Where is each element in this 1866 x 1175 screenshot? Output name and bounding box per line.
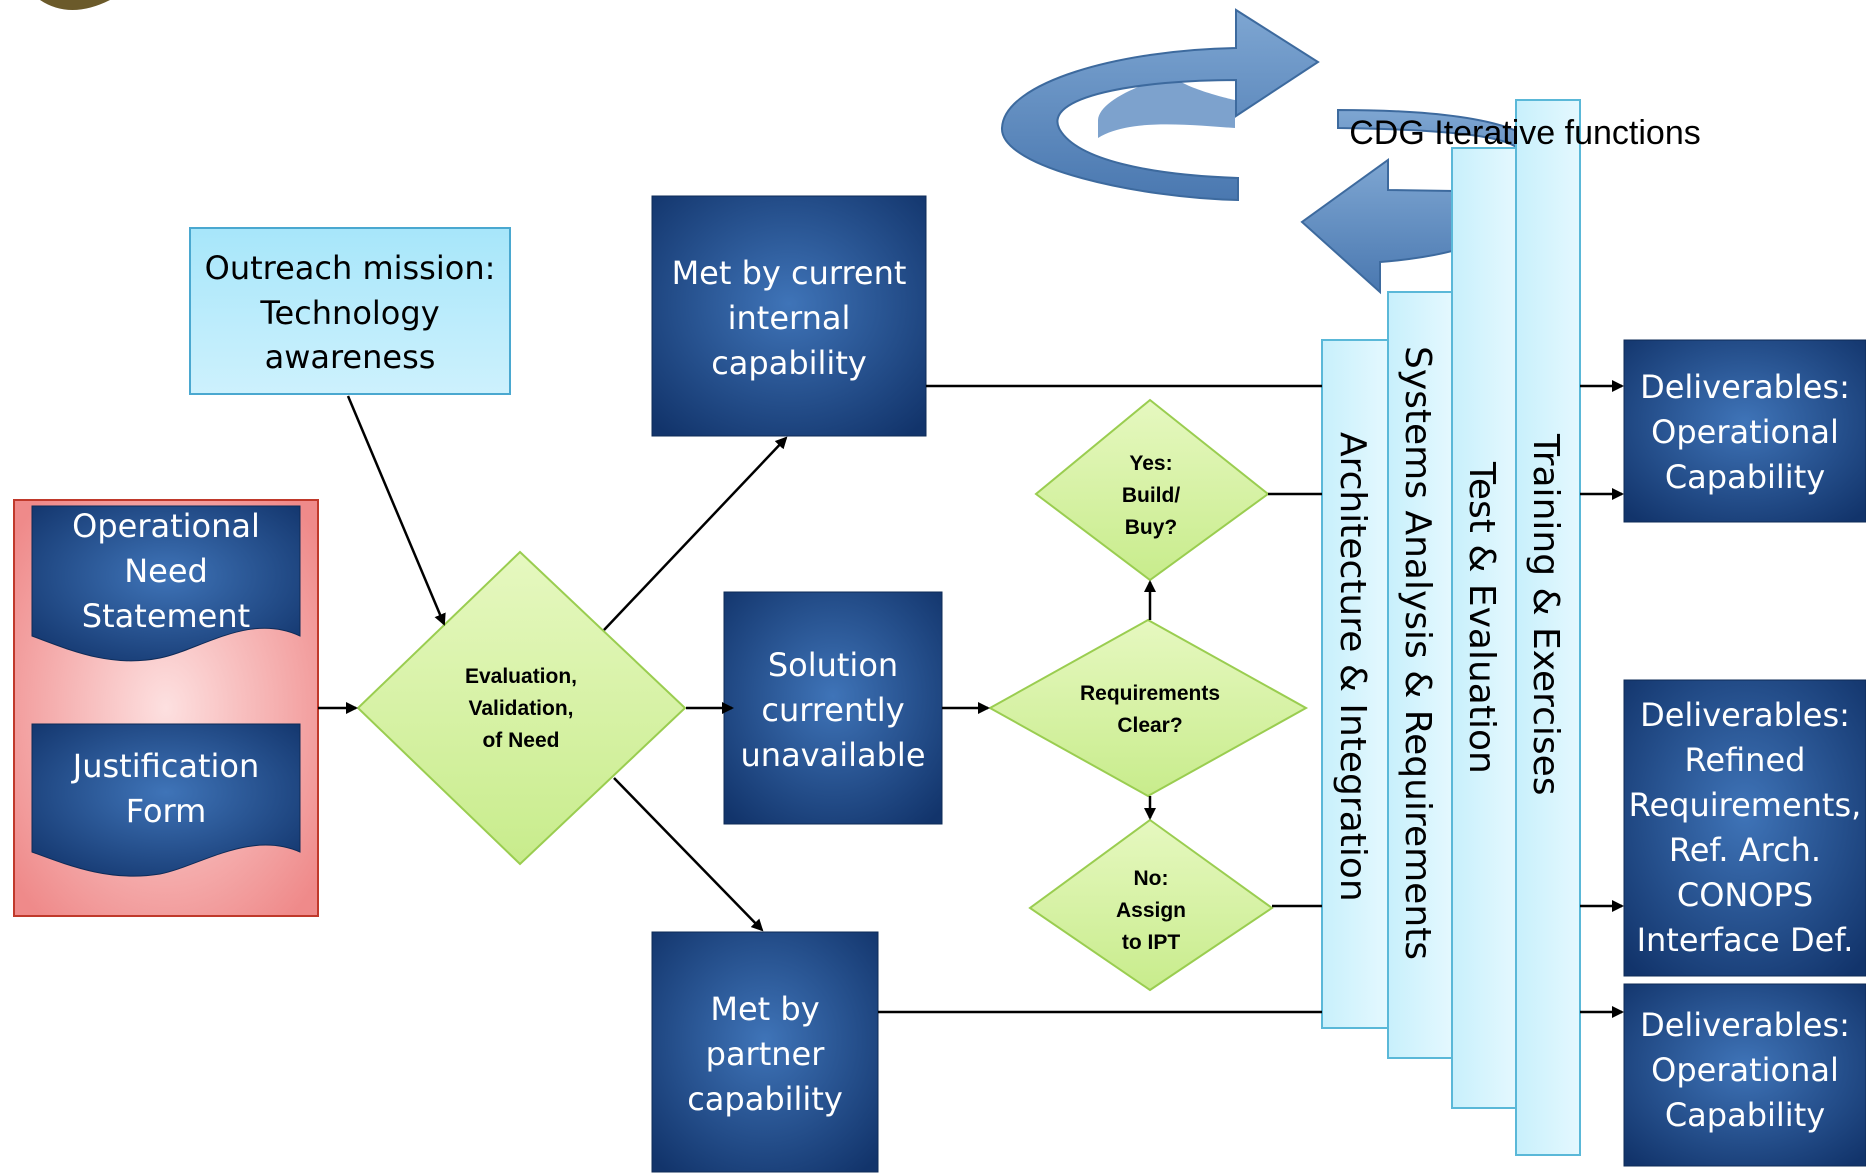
deliverables-refined-box: [1623, 679, 1866, 977]
justification-form-doc: [31, 723, 301, 877]
deliverables-refined-line-5: CONOPS: [1677, 876, 1813, 914]
yes-build-line-1: Yes:: [1129, 452, 1172, 475]
deliverables-refined-line-2: Refined: [1685, 741, 1806, 779]
no-assign-diamond: [1028, 818, 1274, 992]
solution-unavailable-line-2: currently: [761, 691, 904, 729]
requirements-diamond: [987, 618, 1309, 798]
yes-build-line-2: Build/: [1122, 484, 1180, 507]
solution-unavailable-box: [723, 591, 943, 825]
label-architecture: Architecture & Integration: [1332, 432, 1373, 902]
met-internal-line-3: capability: [711, 344, 867, 382]
no-assign-line-3: to IPT: [1122, 931, 1180, 954]
yes-build-line-3: Buy?: [1125, 516, 1178, 539]
justification-form-line-1: Justification: [71, 747, 259, 785]
evaluation-line-3: of Need: [482, 729, 559, 752]
operational-need-line-2: Need: [124, 552, 208, 590]
justification-form-line-2: Form: [126, 792, 207, 830]
deliverables-top-line-2: Operational: [1651, 413, 1839, 451]
deliverables-bottom-box: [1623, 983, 1866, 1167]
deliverables-top-box: [1623, 339, 1866, 523]
arrow-eval-to-partner: [613, 777, 764, 932]
deliverables-refined-line-6: Interface Def.: [1637, 921, 1854, 959]
operational-need-line-1: Operational: [72, 507, 260, 545]
deliverables-top-line-3: Capability: [1665, 458, 1825, 496]
requirements-line-1: Requirements: [1080, 682, 1220, 705]
cycle-label: CDG Iterative functions: [1349, 114, 1700, 152]
evaluation-line-1: Evaluation,: [465, 665, 577, 688]
evaluation-line-2: Validation,: [468, 697, 573, 720]
solution-unavailable-line-1: Solution: [768, 646, 898, 684]
arrow-eval-to-internal: [603, 436, 788, 631]
outreach-line-3: awareness: [265, 338, 436, 376]
deliverables-refined-line-4: Ref. Arch.: [1669, 831, 1821, 869]
outreach-line-2: Technology: [259, 294, 439, 332]
label-systems: Systems Analysis & Requirements: [1397, 346, 1438, 960]
met-partner-line-1: Met by: [710, 990, 819, 1028]
deliverables-bottom-line-2: Operational: [1651, 1051, 1839, 1089]
bar-training: [1515, 99, 1581, 1156]
met-internal-line-2: internal: [728, 299, 851, 337]
deliverables-refined-line-1: Deliverables:: [1640, 696, 1850, 734]
met-internal-line-1: Met by current: [672, 254, 907, 292]
deliverables-bottom-line-3: Capability: [1665, 1096, 1825, 1134]
requirements-line-2: Clear?: [1117, 714, 1182, 737]
arrow-outreach-to-eval: [346, 395, 446, 626]
deliverables-bottom-line-1: Deliverables:: [1640, 1006, 1850, 1044]
met-partner-box: [651, 931, 879, 1173]
evaluation-diamond: [356, 550, 687, 866]
label-test: Test & Evaluation: [1461, 461, 1502, 774]
label-training: Training & Exercises: [1525, 433, 1566, 796]
logo-fragment: [40, 0, 110, 10]
connectors: [318, 380, 1624, 1018]
deliverables-refined-line-3: Requirements,: [1629, 786, 1862, 824]
solution-unavailable-line-3: unavailable: [741, 736, 926, 774]
outreach-box: [189, 227, 511, 395]
outreach-line-1: Outreach mission:: [205, 249, 496, 287]
no-assign-line-2: Assign: [1116, 899, 1186, 922]
bar-test: [1451, 147, 1517, 1109]
operational-need-line-3: Statement: [82, 597, 250, 635]
deliverables-top-line-1: Deliverables:: [1640, 368, 1850, 406]
met-internal-box: [651, 195, 927, 437]
operational-need-doc: [31, 505, 301, 662]
met-partner-line-2: partner: [706, 1035, 826, 1073]
bar-systems: [1387, 291, 1453, 1059]
met-partner-line-3: capability: [687, 1080, 843, 1118]
no-assign-line-1: No:: [1134, 867, 1169, 890]
bar-architecture: [1321, 339, 1389, 1029]
